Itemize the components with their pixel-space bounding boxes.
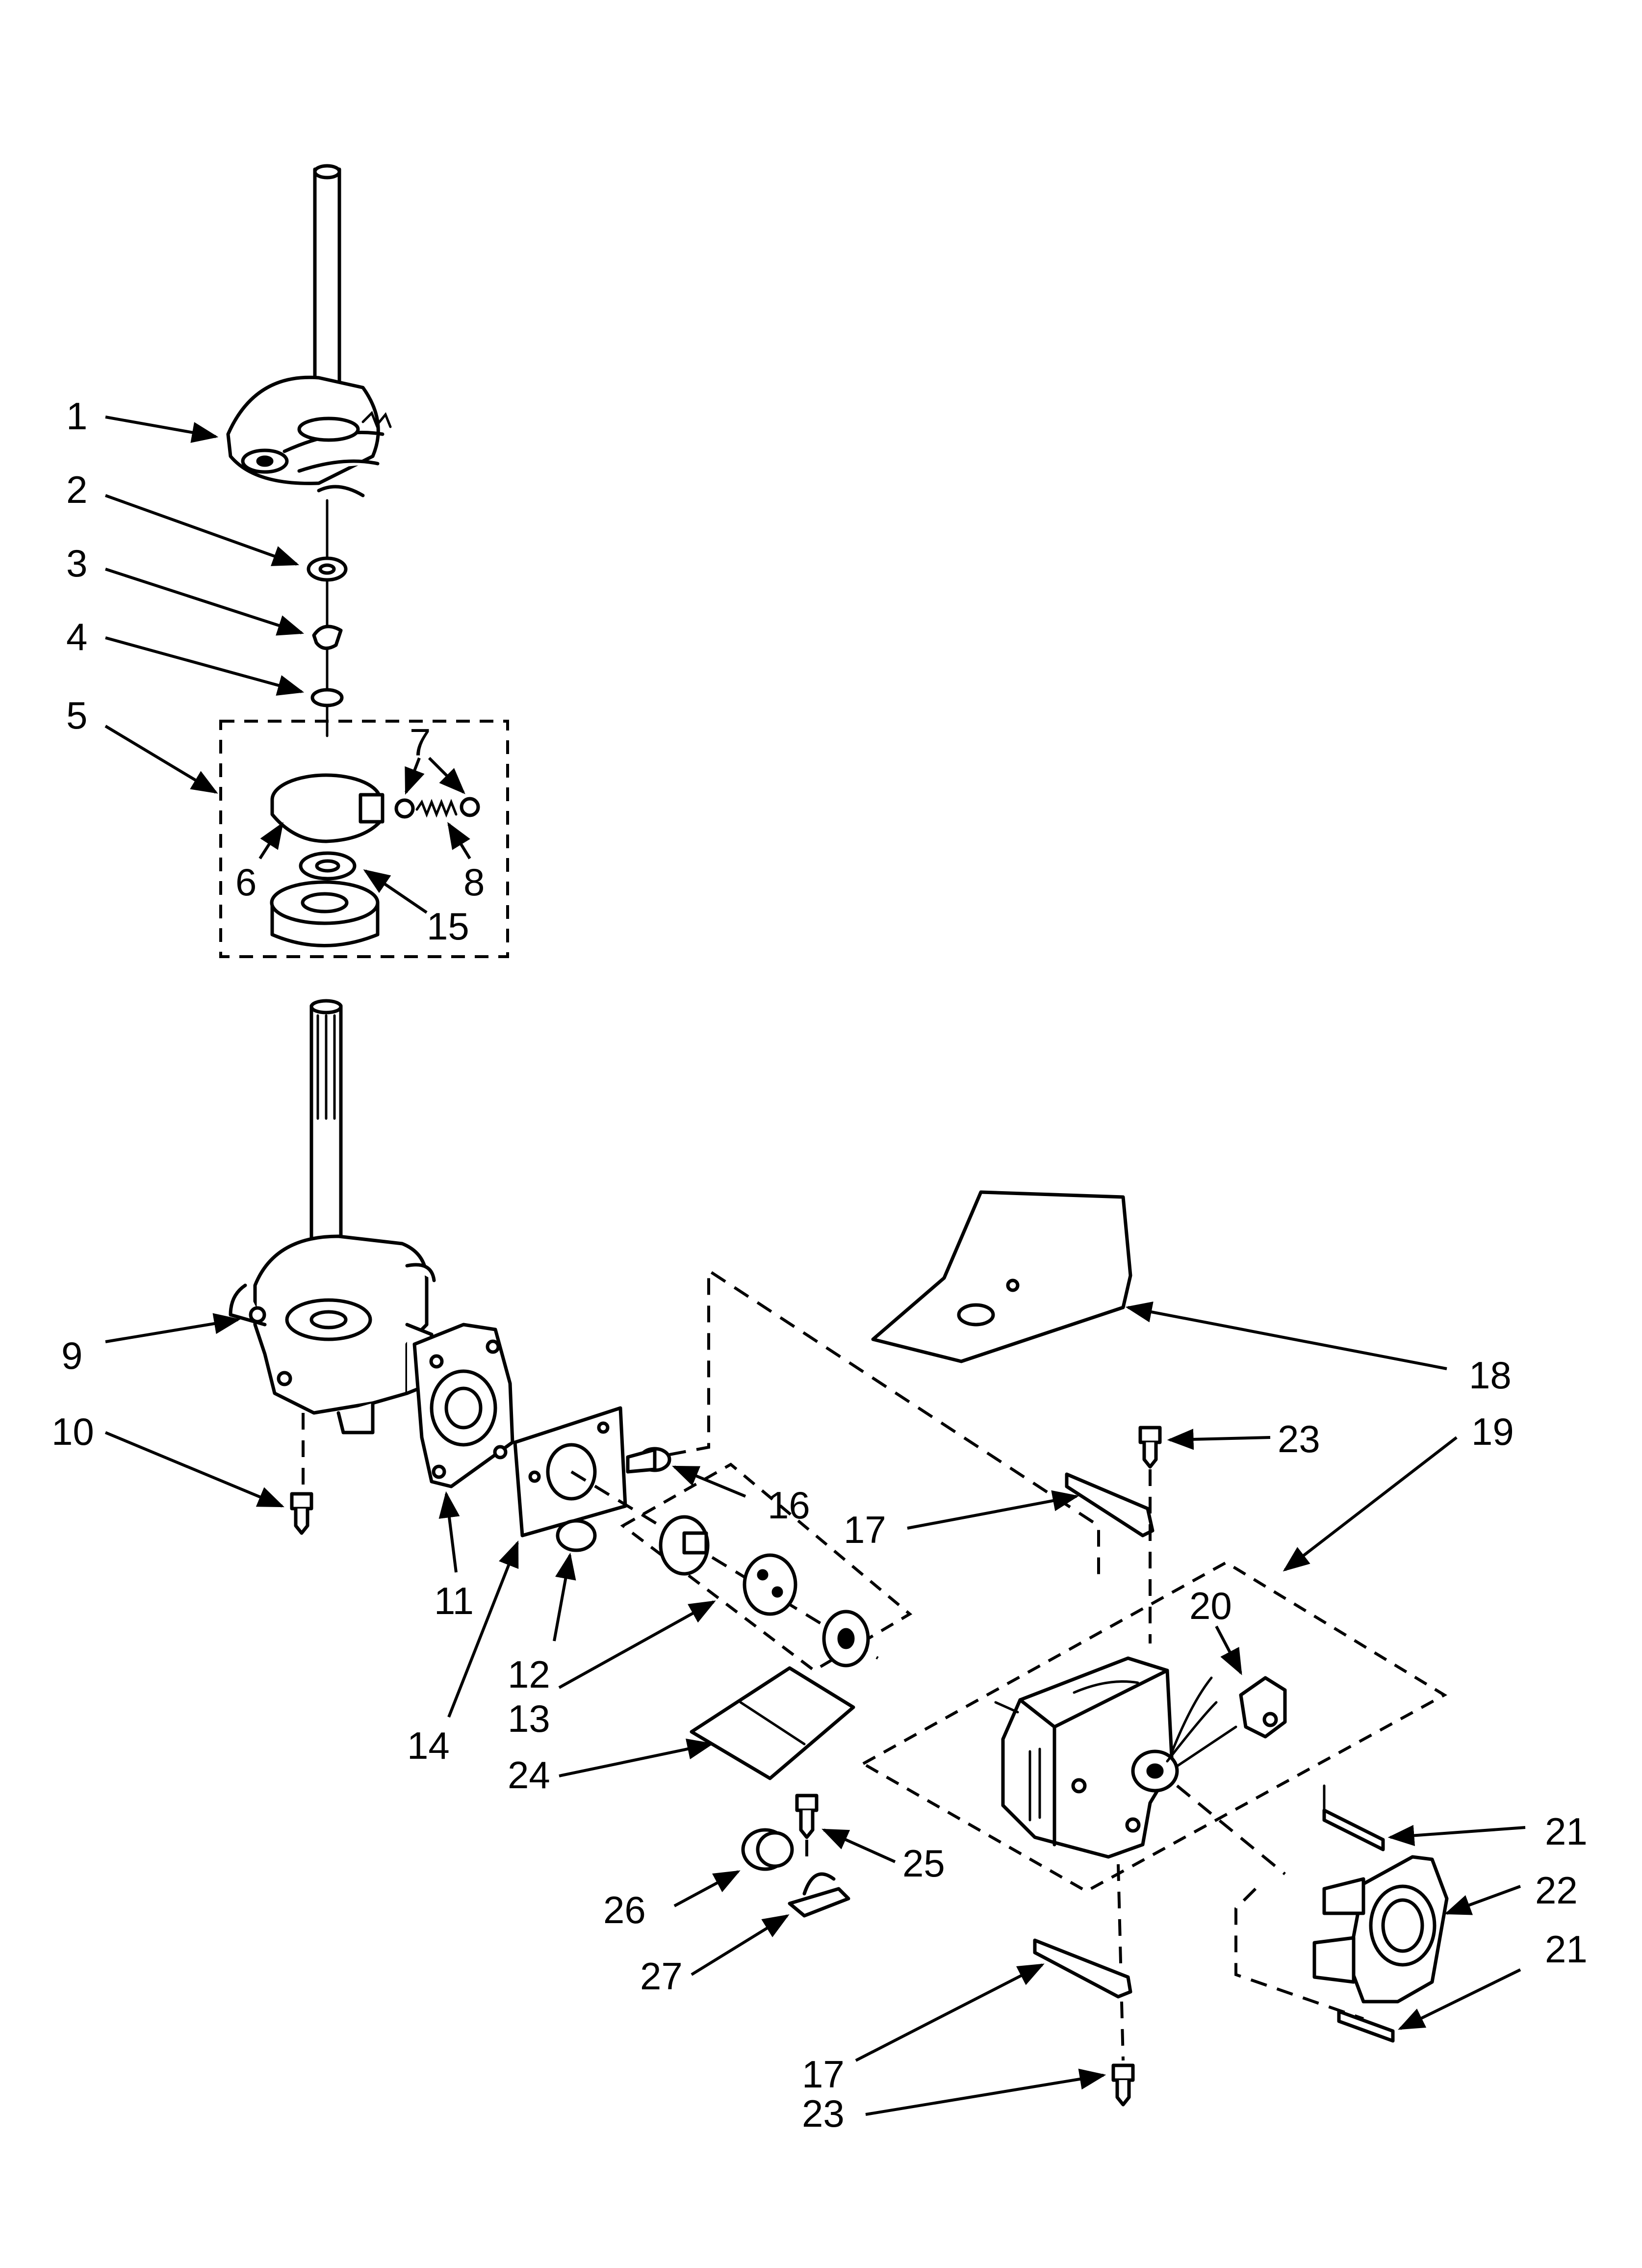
callout-11: 11 <box>434 1579 474 1622</box>
callout-18: 18 <box>1469 1354 1512 1397</box>
callout-19: 19 <box>1471 1410 1514 1453</box>
leader-lines <box>104 416 1526 2116</box>
callout-16: 16 <box>768 1484 810 1527</box>
callout-2: 2 <box>66 468 87 511</box>
coupling-motor-half <box>822 1610 870 1668</box>
part-21-lower-clip <box>1337 2009 1395 2043</box>
part-4-retaining-ring <box>310 688 344 707</box>
part-1-brake-assembly <box>226 375 392 497</box>
callout-25: 25 <box>902 1842 945 1885</box>
part-19-motor-assembly-box <box>860 1561 1448 1893</box>
callout-5: 5 <box>66 694 87 737</box>
part-25-screw <box>795 1794 819 1839</box>
clutch-hub <box>270 880 380 947</box>
callout-9: 9 <box>61 1334 82 1377</box>
part-21-upper-clip <box>1322 1784 1385 1851</box>
part-17-upper-bracket <box>1065 1472 1155 1538</box>
callout-4: 4 <box>66 615 87 658</box>
part-2-washer <box>307 556 348 582</box>
part-15-drive-bushing <box>299 851 357 881</box>
callout-7: 7 <box>410 721 431 764</box>
part-3-clip <box>312 625 343 650</box>
part-22-pump <box>1312 1855 1449 2004</box>
callout-23b: 23 <box>802 2092 845 2135</box>
harness-route <box>669 1268 1100 1575</box>
part-10-screw <box>290 1492 313 1535</box>
callout-22: 22 <box>1535 1869 1578 1912</box>
coupling-center-disk <box>743 1553 797 1616</box>
motor-body <box>994 1656 1179 1859</box>
callout-17b: 17 <box>802 2053 845 2096</box>
part-6-clutch-band <box>270 773 385 843</box>
callout-24: 24 <box>508 1753 550 1797</box>
part-12-plug <box>556 1519 597 1552</box>
part-23-upper-screw <box>1138 1426 1162 1469</box>
callout-13: 13 <box>508 1697 550 1740</box>
callout-17a: 17 <box>844 1508 886 1551</box>
part-11-mounting-plate <box>412 1323 514 1488</box>
part-18-shield <box>871 1190 1132 1363</box>
part-26-bushing <box>741 1828 794 1871</box>
coupling-drive-half <box>659 1515 710 1576</box>
callout-21b: 21 <box>1545 1928 1588 1971</box>
part-17-lower-bracket <box>1033 1938 1132 1999</box>
callout-10: 10 <box>51 1410 94 1453</box>
part-24-cover-plate <box>690 1666 855 1780</box>
motor-wiring <box>1166 1676 1237 1768</box>
part-27-clamp <box>788 1872 850 1918</box>
pump-route <box>1234 1887 1364 2020</box>
callout-12: 12 <box>508 1653 550 1696</box>
callout-20: 20 <box>1189 1584 1232 1627</box>
part-23-lower-screw <box>1111 2063 1135 2107</box>
part-7-spring-plugs <box>394 797 480 819</box>
part-5-clutch-assembly-box <box>219 720 509 958</box>
callout-15: 15 <box>427 905 469 948</box>
part-9-gearcase <box>229 1234 436 1434</box>
callout-1: 1 <box>66 394 87 438</box>
callout-23a: 23 <box>1278 1417 1320 1460</box>
part-8-clutch-spring <box>415 799 458 818</box>
part-14-gasket <box>513 1406 627 1538</box>
callout-27: 27 <box>640 1955 683 1998</box>
callout-14: 14 <box>407 1724 450 1767</box>
callout-3: 3 <box>66 542 87 585</box>
part-20-switch <box>1239 1676 1287 1739</box>
callout-8: 8 <box>463 860 485 904</box>
callout-labels: 1 2 3 4 5 6 7 8 9 10 11 12 13 14 15 16 1… <box>51 394 1588 2135</box>
part-16-bolt <box>626 1447 671 1474</box>
callout-26: 26 <box>603 1888 646 1931</box>
callout-6: 6 <box>235 860 257 904</box>
callout-21a: 21 <box>1545 1810 1588 1853</box>
